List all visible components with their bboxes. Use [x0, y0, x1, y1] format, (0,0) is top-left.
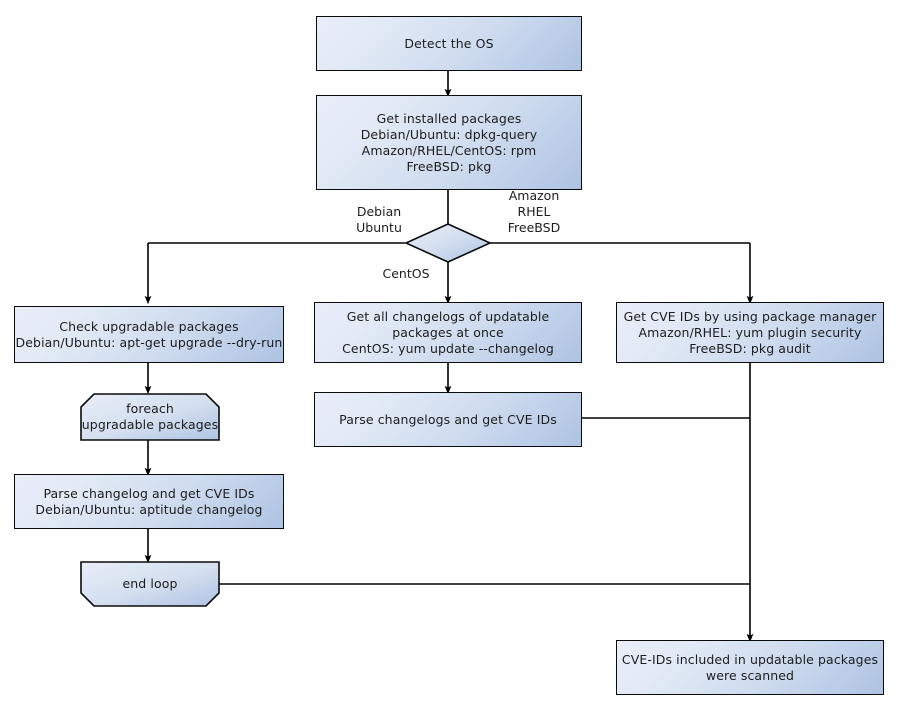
edge-label-centos: CentOS: [382, 266, 430, 281]
node-cve-ids-scanned-label: CVE-IDs included in updatable packages w…: [621, 651, 879, 683]
node-parse-changelogs-cve-ids-label: Parse changelogs and get CVE IDs: [339, 411, 557, 427]
node-foreach-label: foreach upgradable packages: [81, 401, 219, 432]
node-parse-changelogs-cve-ids[interactable]: Parse changelogs and get CVE IDs: [314, 392, 582, 447]
node-detect-os-label: Detect the OS: [404, 35, 494, 51]
node-end-loop-label: end loop: [122, 576, 178, 591]
node-get-all-changelogs[interactable]: Get all changelogs of updatable packages…: [314, 302, 582, 363]
node-get-installed-packages[interactable]: Get installed packages Debian/Ubuntu: dp…: [316, 95, 582, 190]
node-parse-changelog-cve-ids-label: Parse changelog and get CVE IDs Debian/U…: [35, 485, 263, 517]
node-get-cve-ids-package-manager[interactable]: Get CVE IDs by using package manager Ama…: [616, 302, 884, 363]
node-end-loop[interactable]: end loop: [80, 561, 220, 607]
edge-label-debian-ubuntu: Debian Ubuntu: [356, 204, 402, 235]
edge-label-amazon-rhel-freebsd: Amazon RHEL FreeBSD: [507, 188, 561, 235]
node-get-all-changelogs-label: Get all changelogs of updatable packages…: [342, 308, 554, 356]
node-check-upgradable-packages-label: Check upgradable packages Debian/Ubuntu:…: [15, 318, 283, 350]
node-check-upgradable-packages[interactable]: Check upgradable packages Debian/Ubuntu:…: [14, 306, 284, 363]
node-parse-changelog-cve-ids[interactable]: Parse changelog and get CVE IDs Debian/U…: [14, 474, 284, 529]
node-get-installed-packages-label: Get installed packages Debian/Ubuntu: dp…: [360, 110, 538, 174]
node-get-cve-ids-package-manager-label: Get CVE IDs by using package manager Ama…: [623, 308, 877, 356]
node-cve-ids-scanned[interactable]: CVE-IDs included in updatable packages w…: [616, 640, 884, 695]
node-detect-os[interactable]: Detect the OS: [316, 16, 582, 71]
node-foreach-upgradable-packages[interactable]: foreach upgradable packages: [80, 393, 220, 441]
